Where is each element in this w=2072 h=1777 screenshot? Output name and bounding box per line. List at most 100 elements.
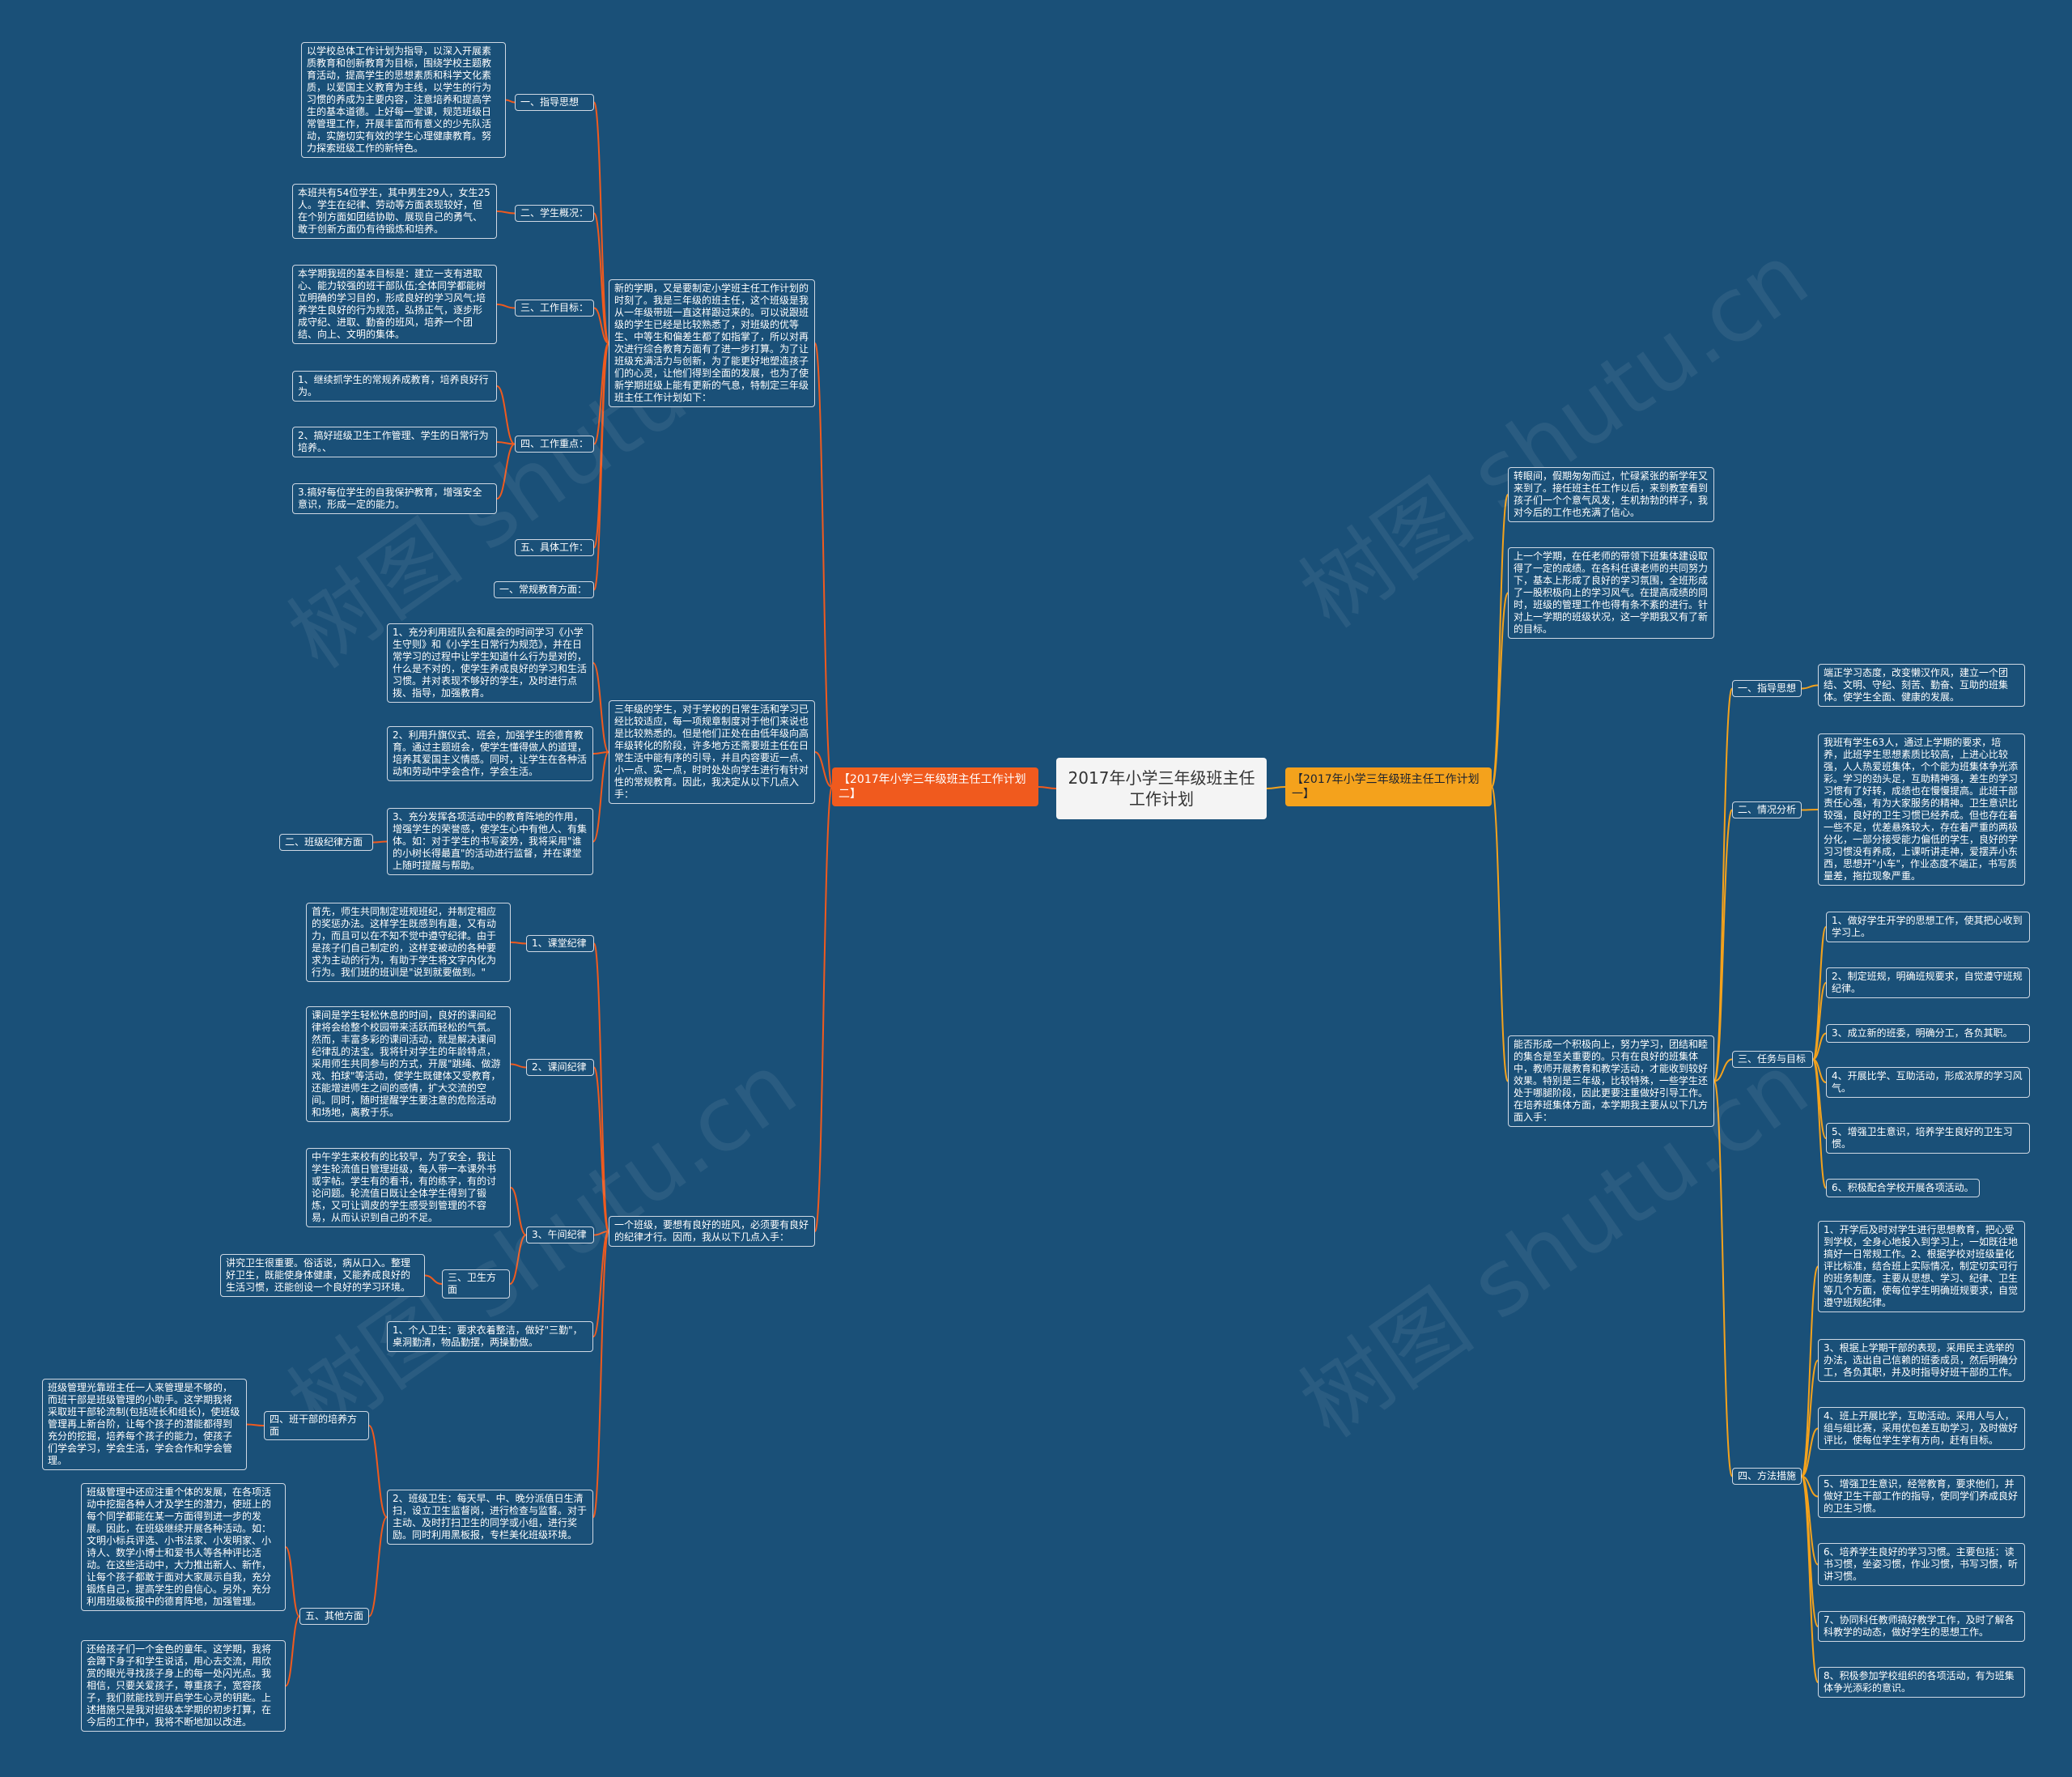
connector-line: [814, 342, 833, 788]
method-item[interactable]: 3、根据上学期干部的表现，采用民主选举的办法，选出自己信赖的班委成员，然后明确分…: [1818, 1339, 2025, 1382]
label-methods-measures[interactable]: 四、方法措施: [1732, 1468, 1802, 1485]
label-situation-analysis[interactable]: 二、情况分析: [1732, 801, 1802, 818]
connector-line: [1491, 592, 1509, 788]
label-routine-education[interactable]: 一、常规教育方面：: [494, 581, 594, 598]
text-student-overview[interactable]: 本班共有54位学生，其中男生29人，女生25人。学生在纪律、劳动等方面表现较好，…: [292, 184, 497, 239]
work-focus-item[interactable]: 1、继续抓学生的常规养成教育，培养良好行为。: [292, 371, 497, 402]
connector-line: [593, 342, 609, 591]
connector-line: [424, 1274, 443, 1285]
connector-line: [814, 786, 833, 1232]
connector-line: [285, 1615, 300, 1687]
branch-plan-two[interactable]: 【2017年小学三年级班主任工作计划二】: [832, 767, 1038, 806]
left-intro-3[interactable]: 一个班级，要想有良好的班风，必须要有良好的纪律才行。因而，我从以下几点入手：: [609, 1216, 815, 1247]
text-situation-analysis[interactable]: 我班有学生63人，通过上学期的要求，培养，此班学生思想素质比较高，上进心比较强，…: [1818, 733, 2025, 886]
connector-line: [505, 99, 516, 104]
task-item[interactable]: 1、做好学生开学的思想工作，使其把心收到学习上。: [1826, 912, 2030, 942]
method-item[interactable]: 8、积极参加学校组织的各项活动，有为班集体争光添彩的意识。: [1818, 1667, 2025, 1698]
text-work-goals[interactable]: 本学期我班的基本目标是：建立一支有进取心、能力较强的班干部队伍;全体同学都能树立…: [292, 265, 497, 344]
method-item[interactable]: 5、增强卫生意识，经常教育，要求他们，并做好卫生干部工作的指导，使同学们养成良好…: [1818, 1475, 2025, 1518]
right-paragraph-2[interactable]: 上一个学期，在任老师的带领下班集体建设取得了一定的成绩。在各科任课老师的共同努力…: [1508, 547, 1714, 639]
connector-line: [496, 210, 516, 215]
label-student-overview[interactable]: 二、学生概况：: [515, 205, 594, 222]
connector-line: [1713, 809, 1733, 1082]
left-intro-1[interactable]: 新的学期，又是要制定小学班主任工作计划的时刻了。我是三年级的班主任，这个班级是我…: [609, 279, 815, 407]
hygiene-item[interactable]: 2、班级卫生：每天早、中、晚分派值日生清扫，设立卫生监督岗，进行检查与监督。对于…: [387, 1490, 593, 1545]
connector-line: [368, 1516, 388, 1618]
hygiene-item[interactable]: 1、个人卫生：要求衣着整洁，做好"三勤"，桌洞勤清，物品勤摆，两操勤做。: [387, 1321, 593, 1352]
connector-line: [1491, 786, 1509, 1082]
connector-line: [1812, 982, 1827, 1061]
routine-item[interactable]: 3、充分发挥各项活动中的教育阵地的作用，增强学生的荣誉感，使学生心中有他人、有集…: [387, 808, 593, 875]
task-item[interactable]: 3、成立新的班委，明确分工，各负其职。: [1826, 1024, 2030, 1043]
connector-line: [592, 662, 609, 753]
connector-line: [592, 1231, 609, 1518]
connector-line: [1491, 494, 1509, 788]
connector-line: [593, 307, 609, 344]
connector-line: [593, 1066, 609, 1232]
method-item[interactable]: 1、开学后及时对学生进行思想教育，把心受到学校，全身心地投入到学习上，一如既往地…: [1818, 1221, 2025, 1312]
connector-line: [593, 942, 609, 1232]
text-guiding-ideology[interactable]: 端正学习态度，改变懒汉作风，建立一个团结、文明、守纪、刻苦、勤奋、互助的班集体。…: [1818, 664, 2025, 707]
label-classroom-discipline[interactable]: 1、课堂纪律: [526, 935, 594, 952]
task-item[interactable]: 2、制定班规，明确班规要求，自觉遵守班规纪律。: [1826, 967, 2030, 998]
work-focus-item[interactable]: 3.搞好每位学生的自我保护教育，增强安全意识，形成一定的能力。: [292, 483, 497, 514]
label-guiding-ideology[interactable]: 一、指导思想: [515, 94, 594, 111]
other-aspect-item[interactable]: 班级管理中还应注重个体的发展，在各项活动中挖掘各种人才及学生的潜力，使班上的每个…: [81, 1483, 286, 1611]
connector-line: [1801, 1427, 1819, 1477]
text-noon-discipline[interactable]: 中午学生来校有的比较早，为了安全，我让学生轮流值日管理班级，每人带一本课外书或字…: [306, 1148, 511, 1227]
routine-item[interactable]: 1、充分利用班队会和晨会的时间学习《小学生守则》和《小学生日常行为规范》，并在日…: [387, 623, 593, 703]
connector-line: [1801, 1475, 1819, 1627]
connector-line: [1812, 1058, 1827, 1189]
branch-plan-one[interactable]: 【2017年小学三年级班主任工作计划一】: [1285, 767, 1492, 806]
connector-line: [1801, 1475, 1819, 1683]
label-hygiene[interactable]: 三、卫生方面: [442, 1269, 510, 1299]
connector-line: [496, 441, 516, 445]
routine-item[interactable]: 2、利用升旗仪式、班会，加强学生的德育教育。通过主题班会，使学生懂得做人的道理，…: [387, 726, 593, 781]
label-specific-work[interactable]: 五、具体工作：: [515, 539, 594, 556]
label-work-focus[interactable]: 四、工作重点：: [515, 436, 594, 453]
label-class-discipline[interactable]: 二、班级纪律方面: [279, 834, 373, 851]
task-item[interactable]: 6、积极配合学校开展各项活动。: [1826, 1179, 1980, 1197]
connector-line: [1713, 687, 1733, 1082]
method-item[interactable]: 4、班上开展比学，互助活动。采用人与人，组与组比赛，采用优包差互助学习，及时做好…: [1818, 1407, 2025, 1450]
connector-line: [510, 1187, 527, 1236]
connector-line: [372, 840, 388, 844]
right-paragraph-1[interactable]: 转眼间，假期匆匆而过，忙碌紧张的新学年又来到了。接任班主任工作以后，来到教室看到…: [1508, 467, 1714, 522]
text-hygiene[interactable]: 讲究卫生很重要。俗话说，病从口入。整理好卫生，既能使身体健康，又能养成良好的生活…: [220, 1254, 425, 1297]
task-item[interactable]: 4、开展比学、互助活动，形成浓厚的学习风气。: [1826, 1067, 2030, 1098]
task-item[interactable]: 5、增强卫生意识，培养学生良好的卫生习惯。: [1826, 1123, 2030, 1154]
method-item[interactable]: 6、培养学生良好的学习习惯。主要包括：读书习惯，坐姿习惯，作业习惯，书写习惯，听…: [1818, 1543, 2025, 1586]
root-topic[interactable]: 2017年小学三年级班主任工作计划: [1056, 758, 1267, 819]
connector-line: [592, 751, 609, 843]
connector-line: [496, 443, 516, 500]
connector-line: [1801, 1359, 1819, 1477]
label-other-aspects[interactable]: 五、其他方面: [299, 1608, 369, 1625]
text-class-cadres[interactable]: 班级管理光靠班主任一人来管理是不够的，而班干部是班级管理的小助手。这学期我将采取…: [42, 1379, 247, 1470]
left-intro-2[interactable]: 三年级的学生，对于学校的日常生活和学习已经比较适应，每一项规章制度对于他们来说也…: [609, 700, 815, 804]
connector-line: [509, 1234, 527, 1285]
connector-line: [1713, 1080, 1733, 1477]
connector-line: [510, 942, 527, 945]
text-break-discipline[interactable]: 课间是学生轻松休息的时间，良好的课间纪律将会给整个校园带来活跃而轻松的气氛。然而…: [306, 1006, 511, 1122]
label-tasks-goals[interactable]: 三、任务与目标: [1732, 1051, 1813, 1068]
label-class-cadres[interactable]: 四、班干部的培养方面: [264, 1411, 369, 1440]
connector-line: [1266, 786, 1286, 789]
other-aspect-item[interactable]: 还给孩子们一个金色的童年。这学期，我将会蹲下身子和学生说话，用心去交流，用欣赏的…: [81, 1640, 286, 1732]
connector-line: [368, 1425, 388, 1518]
right-paragraph-3[interactable]: 能否形成一个积极向上，努力学习，团结和睦的集合是至关重要的。只有在良好的班集体中…: [1508, 1035, 1714, 1127]
connector-line: [1801, 684, 1819, 690]
label-break-discipline[interactable]: 2、课间纪律: [526, 1059, 594, 1076]
label-work-goals[interactable]: 三、工作目标：: [515, 300, 594, 317]
text-guiding-ideology[interactable]: 以学校总体工作计划为指导，以深入开展素质教育和创新教育为目标，围绕学校主题教育活…: [301, 42, 506, 158]
connector-line: [814, 751, 833, 788]
label-guiding-ideology[interactable]: 一、指导思想: [1732, 680, 1802, 697]
text-classroom-discipline[interactable]: 首先，师生共同制定班规班纪，并制定相应的奖惩办法。这样学生既感到有趣，又有动力，…: [306, 903, 511, 982]
connector-line: [496, 304, 516, 309]
connector-line: [1812, 1032, 1827, 1061]
label-noon-discipline[interactable]: 3、午间纪律: [526, 1226, 594, 1243]
method-item[interactable]: 7、协同科任教师搞好教学工作，及时了解各科教学的动态，做好学生的思想工作。: [1818, 1611, 2025, 1642]
connector-line: [592, 1231, 609, 1337]
connector-line: [1038, 786, 1057, 789]
connector-line: [592, 751, 609, 755]
work-focus-item[interactable]: 2、搞好班级卫生工作管理、学生的日常行为培养。、: [292, 427, 497, 457]
